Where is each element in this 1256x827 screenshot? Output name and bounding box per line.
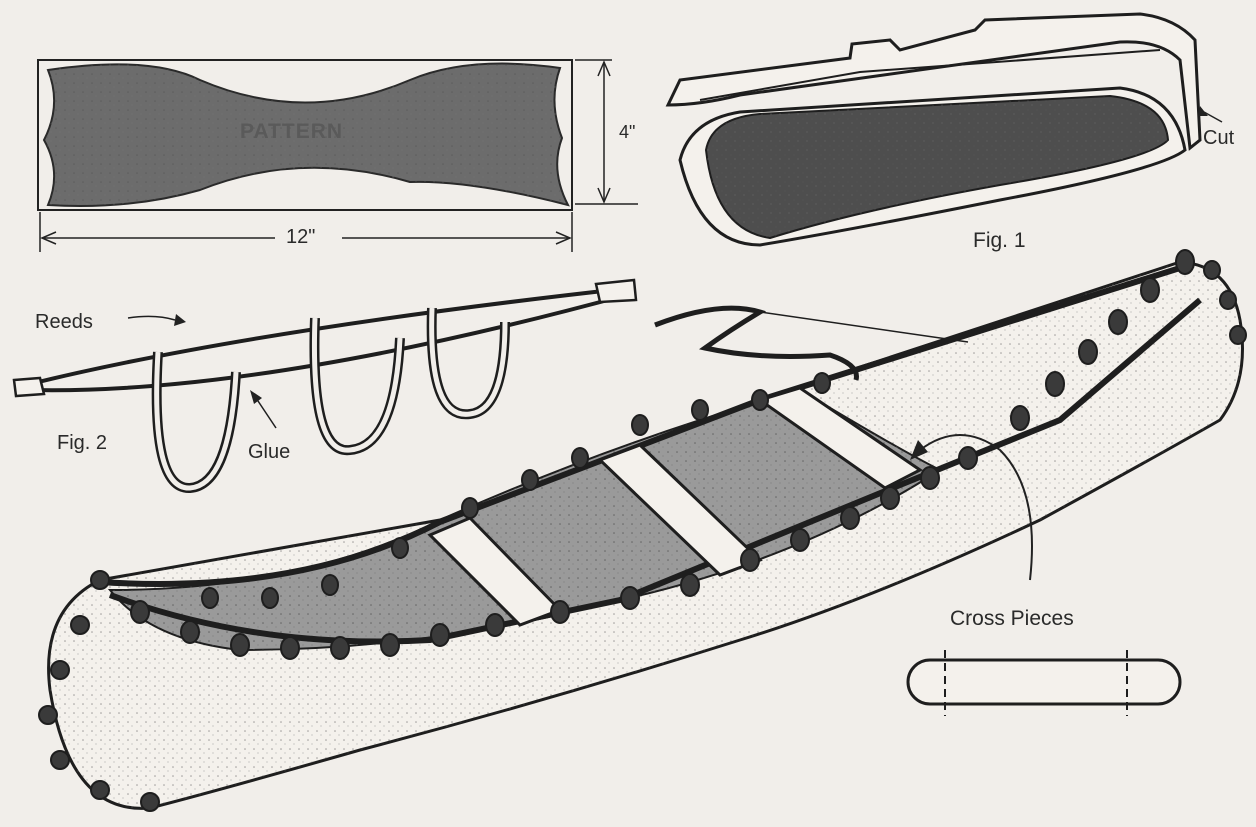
cross-pieces-label: Cross Pieces [950,607,1074,631]
reeds-arrow [128,316,175,320]
lacing-pointer-line [760,312,968,342]
pattern-label: PATTERN [240,120,343,144]
pattern-template [38,60,638,252]
fig1-bark-tray [668,14,1222,245]
height-dimension-label: 4" [619,122,635,143]
reed-top-rail [30,288,630,384]
fig2-label: Fig. 2 [57,432,107,455]
cut-label: Cut [1203,127,1234,150]
glue-label: Glue [248,441,290,464]
reed-bottom-rail [30,294,630,390]
fig2-reed-frame [14,280,636,488]
cross-piece-shape [908,660,1180,704]
fig1-label: Fig. 1 [973,229,1026,253]
reeds-label: Reeds [35,311,93,334]
cut-arrow [1204,112,1222,122]
cross-piece-detail [908,650,1180,716]
finished-canoe [39,250,1246,811]
lacing-cord [655,308,856,380]
width-dimension-label: 12" [286,226,315,249]
glue-arrow [256,398,276,428]
